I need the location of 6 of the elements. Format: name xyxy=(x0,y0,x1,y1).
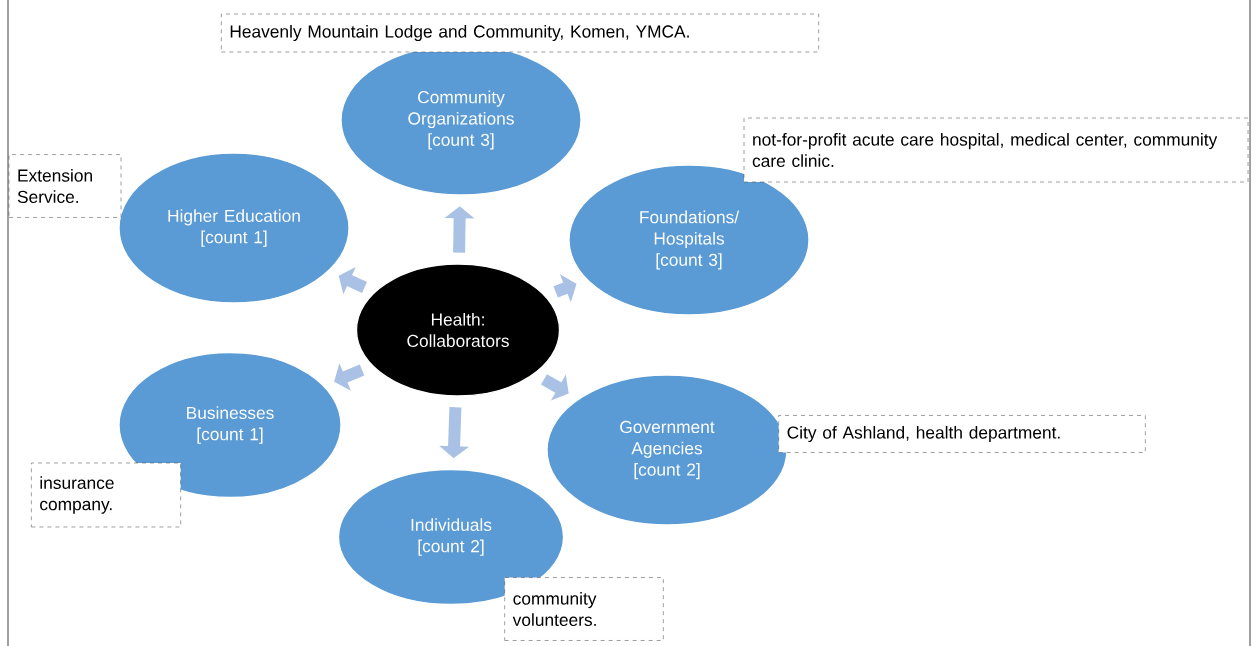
note-box: insurance company. xyxy=(31,462,181,528)
note-box: not-for-profit acute care hospital, medical center, community care clinic. xyxy=(743,117,1249,183)
note-box: Extension Service. xyxy=(8,154,122,218)
note-box: Heavenly Mountain Lodge and Community, Komen, YMCA. xyxy=(221,13,819,53)
note-box: community volunteers. xyxy=(504,577,664,641)
note-box: City of Ashland, health department. xyxy=(778,415,1146,453)
